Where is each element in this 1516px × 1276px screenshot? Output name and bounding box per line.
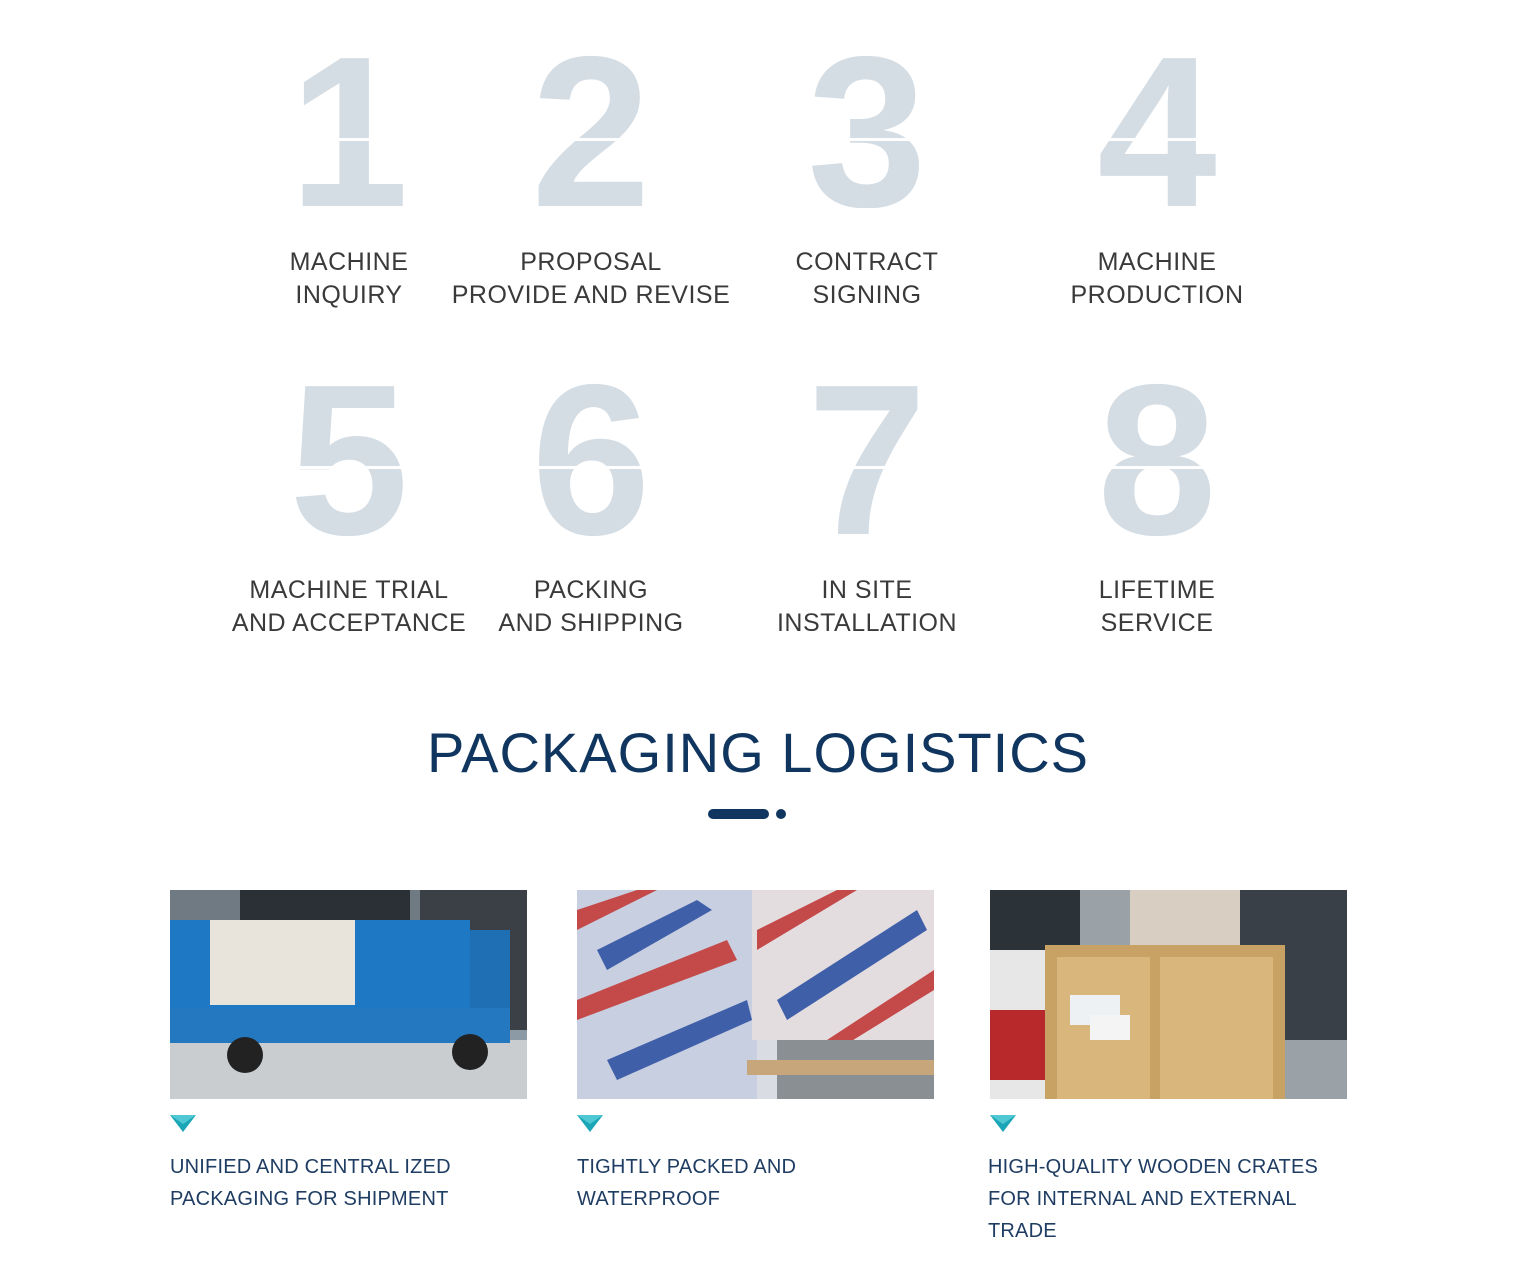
svg-text:1: 1 — [289, 38, 409, 208]
step-number-1: 1 — [269, 38, 429, 208]
step-number-5: 5 — [269, 366, 429, 536]
step-number-8: 8 — [1077, 366, 1237, 536]
title-divider — [708, 809, 788, 819]
step-number-6: 6 — [511, 366, 671, 536]
caption-marker-icon — [577, 1115, 603, 1133]
step-number-3: 3 — [787, 38, 947, 208]
wooden-crate-photo — [990, 890, 1347, 1099]
caption-marker-icon — [990, 1115, 1016, 1133]
svg-text:4: 4 — [1097, 38, 1217, 208]
step-number-4: 4 — [1077, 38, 1237, 208]
svg-text:6: 6 — [531, 366, 651, 536]
divider-dot — [776, 809, 786, 819]
caption-marker-icon — [170, 1115, 196, 1133]
section-title: PACKAGING LOGISTICS — [426, 721, 1090, 784]
step-number-2: 2 — [511, 38, 671, 208]
svg-text:8: 8 — [1097, 366, 1217, 536]
divider-bar — [708, 809, 769, 819]
svg-text:2: 2 — [531, 38, 651, 208]
svg-text:7: 7 — [807, 366, 927, 536]
step-number-7: 7 — [787, 366, 947, 536]
wrapped-machine-photo — [577, 890, 934, 1099]
svg-text:3: 3 — [807, 38, 927, 208]
svg-text:5: 5 — [289, 366, 409, 536]
truck-loaded-photo — [170, 890, 527, 1099]
